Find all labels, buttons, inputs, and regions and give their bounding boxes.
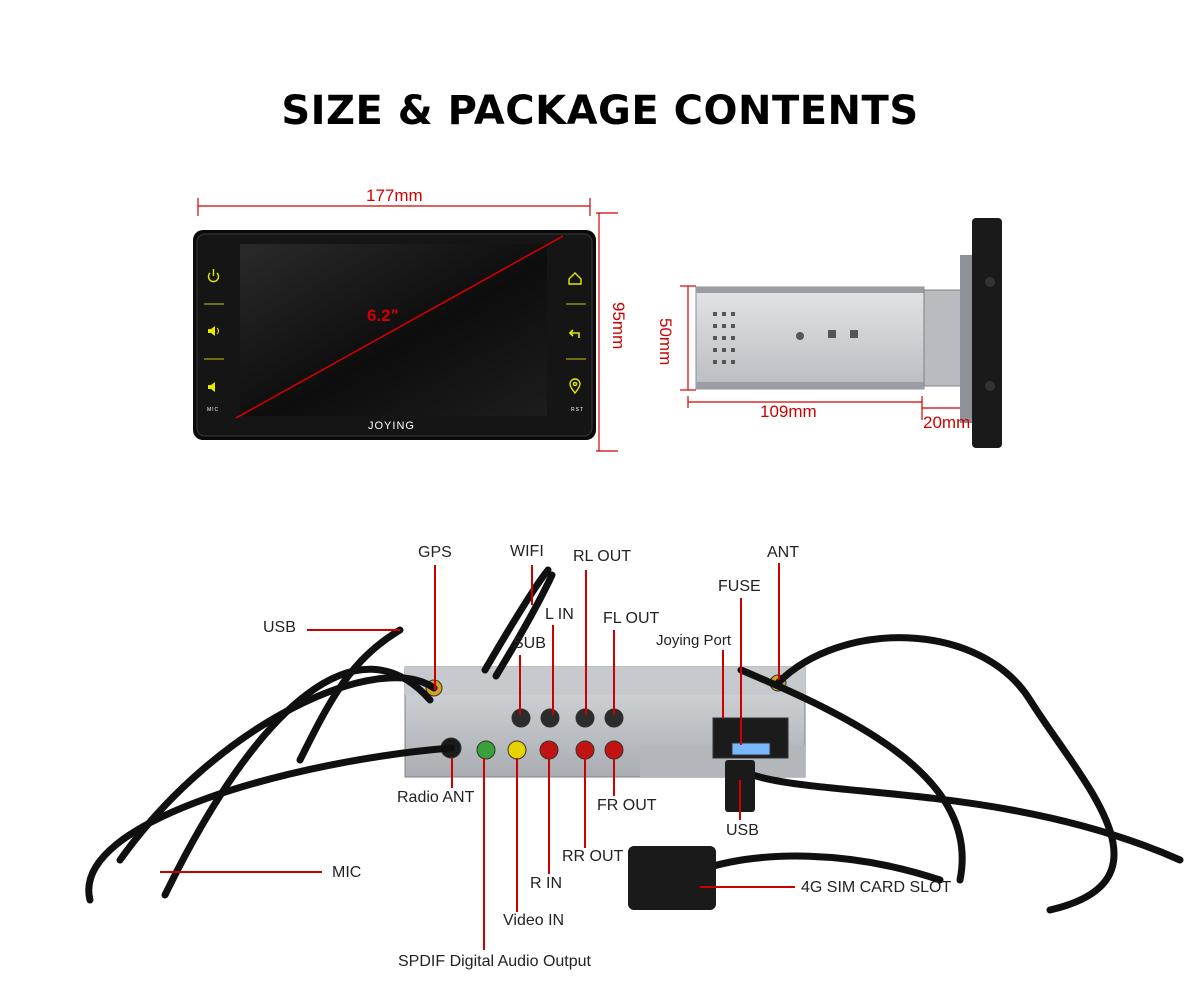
mic-label: MIC [332,864,362,881]
gps-pin-icon[interactable] [569,378,581,395]
video-in-label: Video IN [503,912,565,929]
sim-module [628,846,716,910]
fuse-label: FUSE [718,578,761,595]
cables [85,566,1184,914]
r-in-port [539,740,559,760]
radio-ant-label: Radio ANT [397,789,475,806]
spdif-label: SPDIF Digital Audio Output [398,953,591,970]
depth-height-label: 50mm [656,318,675,366]
video-in-port [507,740,527,760]
rr-out-label: RR OUT [562,848,624,865]
joying-port-label: Joying Port [656,632,732,649]
screen-size-label: 6.2" [367,306,399,325]
fuse-block [731,742,771,756]
spdif-port [476,740,496,760]
page-title: SIZE & PACKAGE CONTENTS [281,88,919,134]
head-unit-side [695,218,1002,448]
ant-label: ANT [767,544,799,561]
brand-logo: JOYING [368,420,415,432]
height-50mm-dimension [680,285,696,391]
rr-out-port [575,740,595,760]
l-in-port [540,708,560,728]
fr-out-label: FR OUT [597,797,657,814]
depth-label: 109mm [760,402,817,421]
rst-hole-label: RST [571,407,584,413]
width-label: 177mm [366,186,423,205]
back-icon[interactable] [568,329,580,338]
sim-slot-label: 4G SIM CARD SLOT [801,879,952,896]
power-icon[interactable] [207,269,220,283]
volume-up-icon[interactable] [208,326,219,336]
front-depth-label: 20mm [923,413,971,432]
usb-right-label: USB [726,822,759,839]
height-dimension [596,212,618,452]
gps-label: GPS [418,544,452,561]
callout-lines [160,563,795,950]
home-icon[interactable] [568,272,582,285]
fl-out-label: FL OUT [603,610,660,627]
sub-label: SUB [513,635,546,652]
l-in-label: L IN [545,606,574,623]
rear-chassis [404,666,806,778]
wifi-label: WIFI [510,543,544,560]
mic-hole-label: MIC [207,407,220,413]
usb-left-label: USB [263,619,296,636]
width-dimension [197,198,591,216]
rear-ports [425,674,789,760]
rl-out-label: RL OUT [573,548,632,565]
head-unit-front [193,230,596,440]
height-label: 95mm [609,302,628,350]
r-in-label: R IN [530,875,562,892]
screen-diagonal [235,235,564,419]
fr-out-port [604,740,624,760]
volume-down-icon[interactable] [208,382,215,392]
